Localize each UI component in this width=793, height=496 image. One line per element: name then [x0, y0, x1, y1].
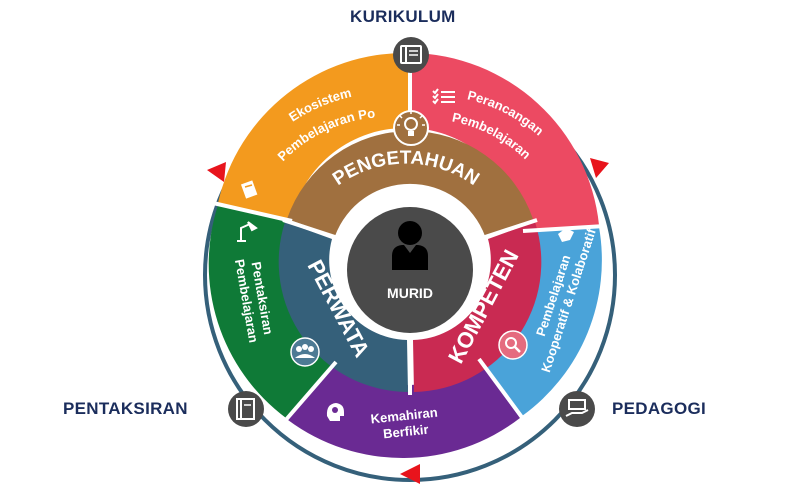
kemahiran-line1: Kemahiran [370, 405, 438, 427]
segment-perancangan [411, 53, 599, 230]
group-icon [290, 337, 320, 367]
search-icon [498, 330, 528, 360]
segment-kemahiran [288, 360, 520, 459]
segment-perwata [278, 222, 408, 392]
book-icon [393, 37, 429, 73]
segment-pengetahuan [287, 131, 533, 236]
handshake-icon [558, 228, 574, 242]
center-label: MURID [387, 285, 433, 301]
pedagogi-label: PEDAGOGI [612, 399, 707, 418]
lamp-icon [237, 221, 258, 242]
arrow-bottom [400, 464, 420, 484]
lightbulb-icon [393, 110, 429, 146]
checklist-icon [432, 88, 455, 105]
pentaksiran-outer-label: PENTAKSIRAN [63, 399, 188, 418]
kurikulum-label: KURIKULUM [350, 7, 456, 26]
segment-kompeten [413, 222, 542, 392]
head-gear-icon [326, 403, 344, 421]
arrow-left-top [207, 162, 226, 182]
hand-book-icon [559, 391, 595, 427]
kemahiran-line2: Berfikir [382, 422, 429, 442]
person-icon [392, 221, 428, 270]
kemahiran-label: Kemahiran Berfikir [370, 405, 438, 442]
arrow-right-top [590, 158, 609, 178]
document-icon [240, 180, 258, 199]
notebook-icon [228, 391, 264, 427]
segment-kooperatif [480, 227, 602, 416]
segment-ekosistem [218, 52, 409, 220]
